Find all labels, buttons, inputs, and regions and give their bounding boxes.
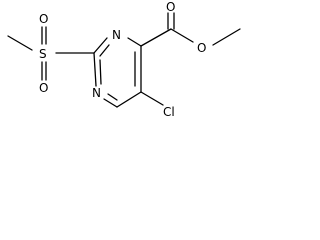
atom-labels: S O O N N O O Cl [39,0,206,119]
atom-ring-nitrogen-top: N [112,28,121,42]
atom-ring-nitrogen-bottom: N [92,86,101,100]
bond-c2-n3 [93,37,108,54]
bond-c4-carbonyl [140,28,172,47]
atom-chlorine: Cl [163,105,175,119]
atom-sulfonyl-oxygen-top: O [39,12,48,26]
bond-c5-cl [140,91,164,106]
bond-methyl-s [7,35,33,51]
bond-n3-c4 [127,37,142,47]
atom-carbonyl-oxygen: O [166,0,175,14]
bond-n1-c2 [93,52,97,87]
atom-ester-oxygen: O [197,41,206,55]
bond-c2-n1-inner [99,59,102,85]
bond-carbonyl-ester-o [170,28,194,43]
molecule-svg: S O O N N O O Cl [7,0,241,119]
bond-ester-o-methyl [212,28,241,46]
structure-diagram: S O O N N O O Cl [0,0,250,138]
bond-c5-c6 [116,91,142,108]
atom-sulfonyl-oxygen-bottom: O [39,81,48,95]
bond-c2-n3-inner [99,44,110,57]
bonds [7,12,241,108]
atom-sulfur: S [39,47,47,61]
bond-c6-n1 [103,98,118,108]
bond-c6-n1-inner [107,93,118,101]
